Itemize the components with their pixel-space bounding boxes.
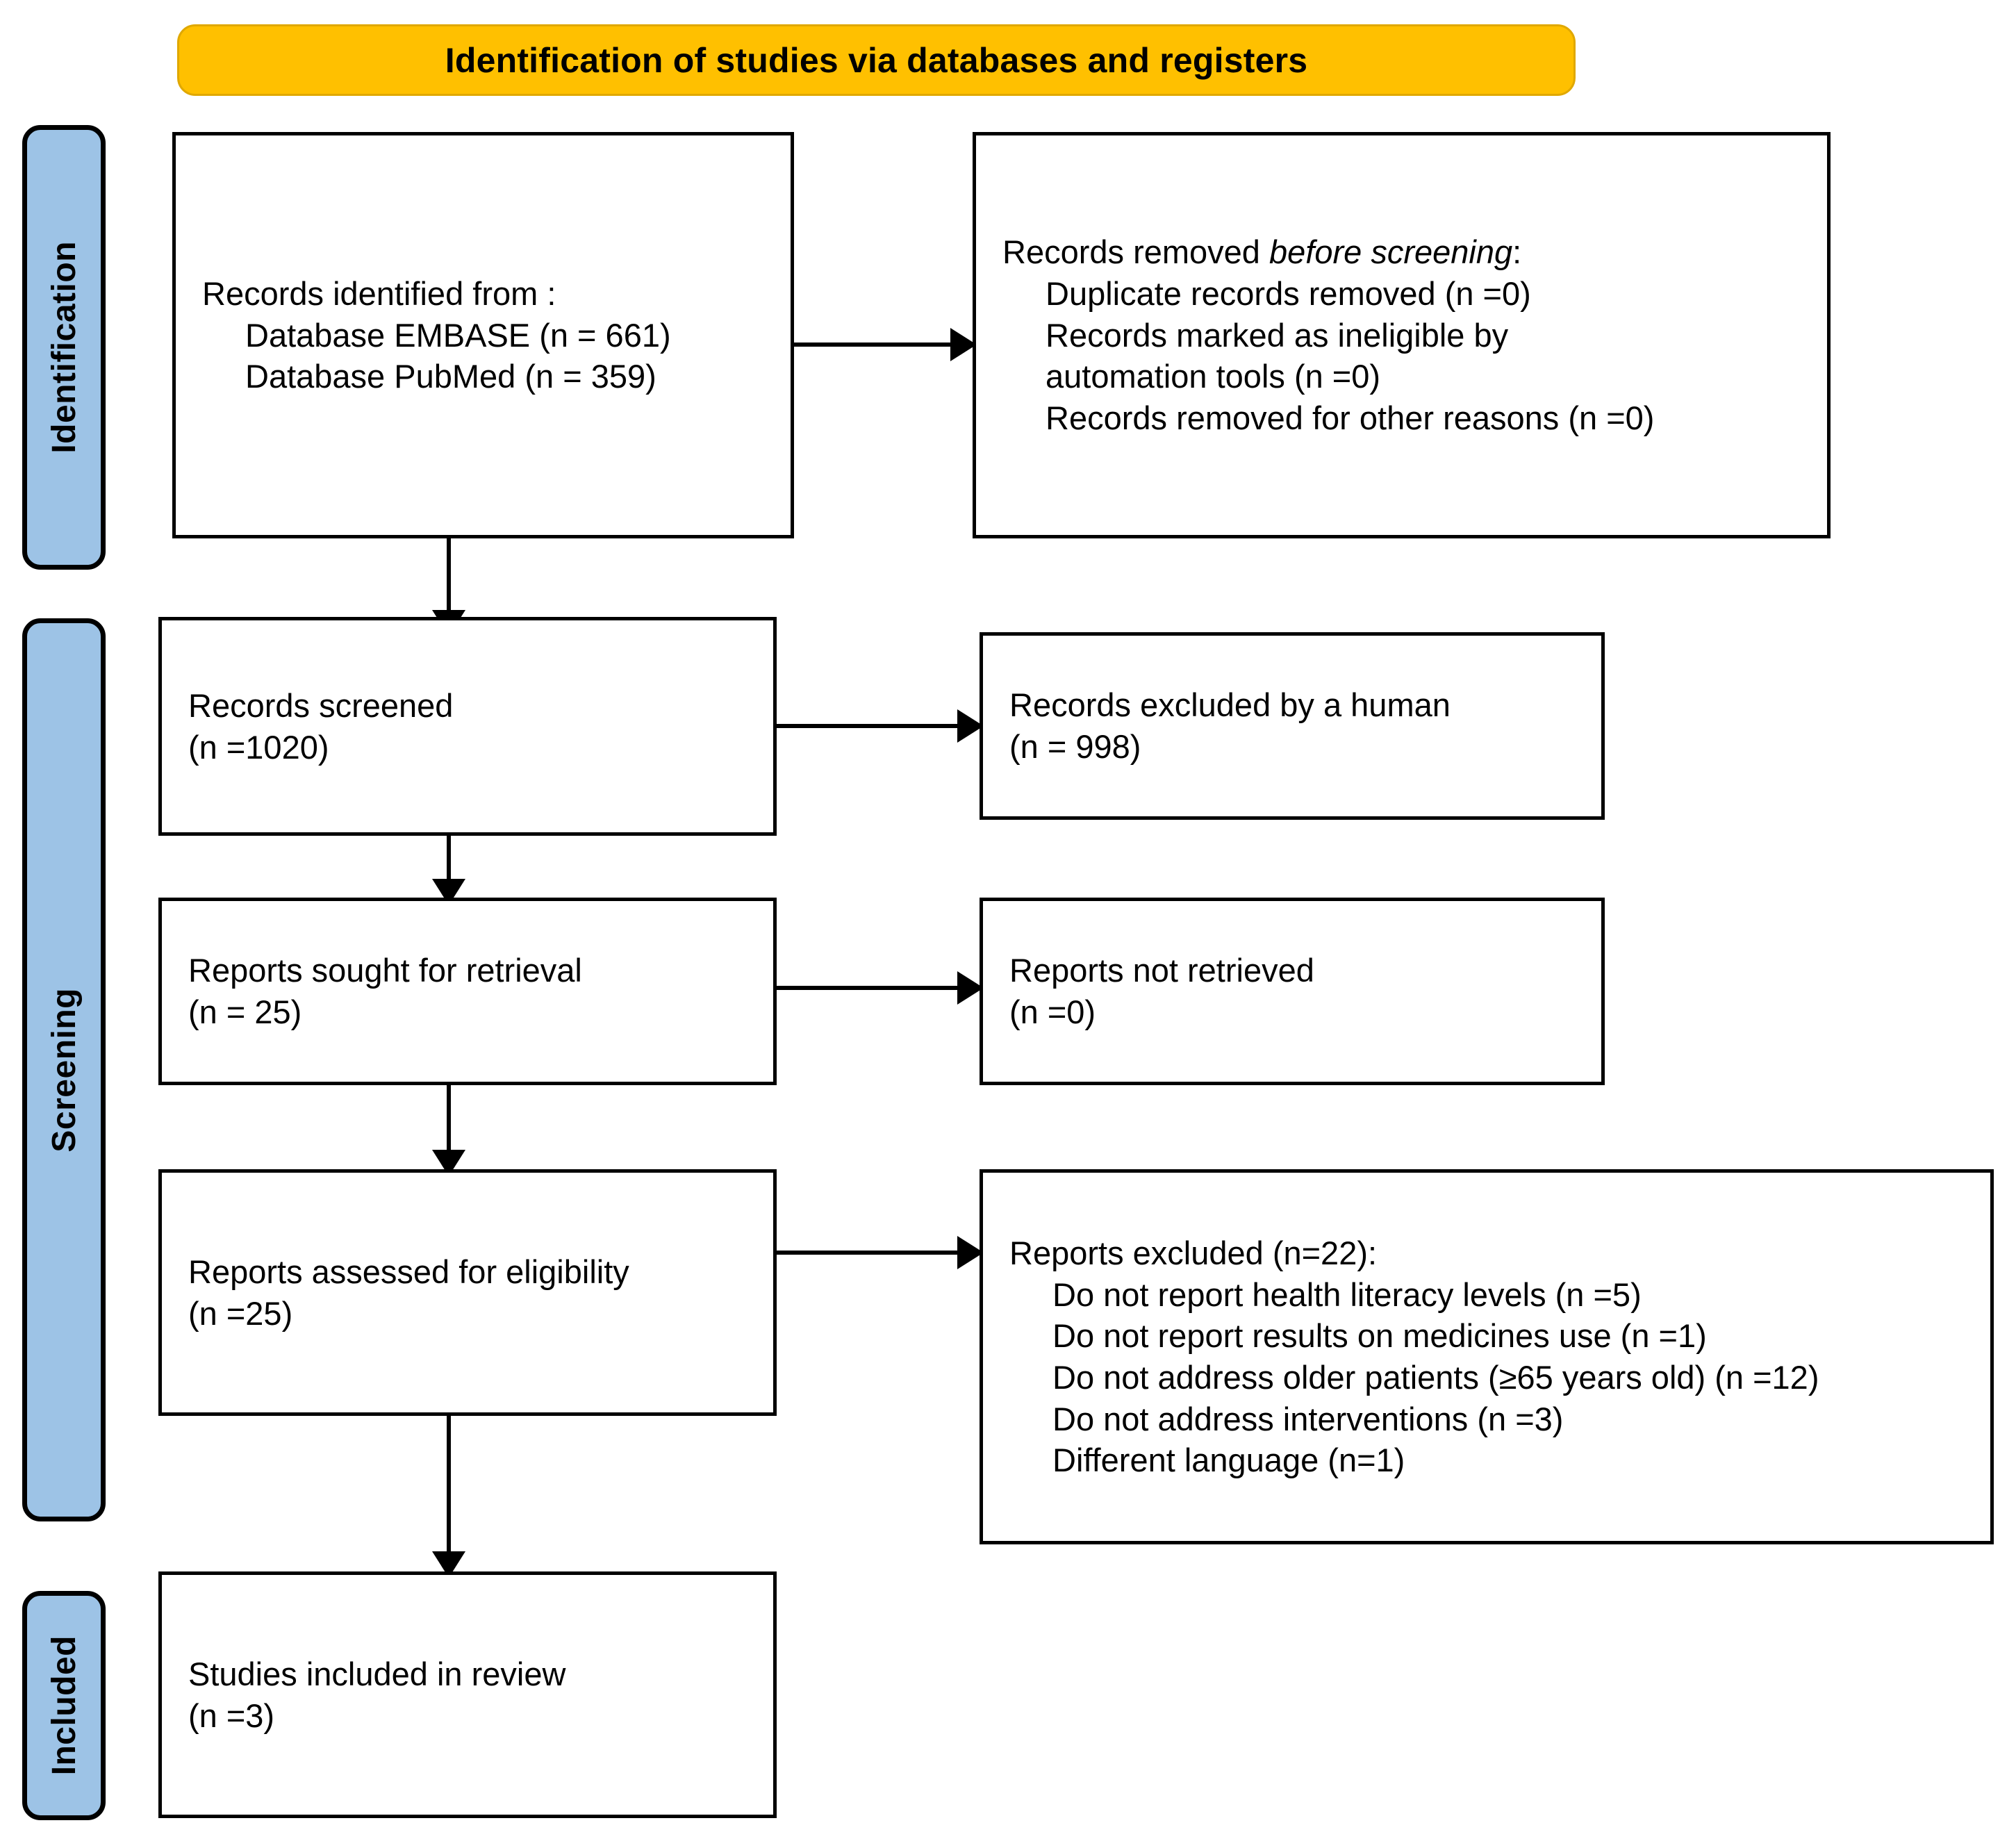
stage-label-included: Included: [45, 1635, 83, 1776]
records-removed-line-1: Duplicate records removed (n =0): [1046, 274, 1531, 312]
box-reports-sought: Reports sought for retrieval (n = 25): [158, 898, 777, 1085]
records-removed-heading-prefix: Records removed: [1002, 233, 1269, 271]
reports-excluded-reason-1: Do not report health literacy levels (n …: [1052, 1276, 1642, 1313]
reports-excluded-reason-5: Different language (n=1): [1052, 1442, 1405, 1479]
reports-sought-line-1: Reports sought for retrieval: [188, 952, 582, 989]
records-screened-line-2: (n =1020): [188, 728, 329, 766]
stage-pill-identification: Identification: [22, 125, 106, 570]
records-removed-line-2: Records marked as ineligible by: [1046, 316, 1509, 354]
diagram-title-text: Identification of studies via databases …: [445, 40, 1308, 80]
box-records-screened: Records screened (n =1020): [158, 617, 777, 836]
arrow-identified-to-screened-line: [447, 538, 451, 629]
records-excluded-line-2: (n = 998): [1009, 728, 1141, 765]
box-reports-assessed: Reports assessed for eligibility (n =25): [158, 1169, 777, 1416]
box-studies-included: Studies included in review (n =3): [158, 1571, 777, 1818]
stage-pill-included: Included: [22, 1591, 106, 1820]
reports-not-retrieved-line-2: (n =0): [1009, 993, 1096, 1030]
reports-not-retrieved-line-1: Reports not retrieved: [1009, 952, 1314, 989]
records-identified-line-3: Database PubMed (n = 359): [245, 358, 656, 395]
arrow-screened-to-excluded-line: [777, 724, 961, 728]
reports-excluded-reason-2: Do not report results on medicines use (…: [1052, 1317, 1707, 1355]
arrow-assessed-to-included-line: [447, 1416, 451, 1572]
records-removed-line-4: Records removed for other reasons (n =0): [1046, 399, 1655, 437]
studies-included-line-1: Studies included in review: [188, 1655, 566, 1692]
reports-assessed-line-2: (n =25): [188, 1294, 293, 1332]
records-screened-line-1: Records screened: [188, 686, 454, 724]
records-removed-heading: Records removed before screening:: [1002, 231, 1827, 273]
reports-excluded-reason-4: Do not address interventions (n =3): [1052, 1400, 1564, 1437]
reports-sought-line-2: (n = 25): [188, 993, 302, 1030]
studies-included-line-2: (n =3): [188, 1697, 275, 1734]
arrow-identified-to-removed-line: [794, 343, 954, 347]
arrow-sought-to-not-retrieved-head: [957, 971, 984, 1005]
box-reports-excluded-reasons: Reports excluded (n=22): Do not report h…: [980, 1169, 1994, 1544]
box-records-identified: Records identified from : Database EMBAS…: [172, 132, 794, 538]
stage-label-screening: Screening: [45, 987, 83, 1153]
arrow-identified-to-removed-head: [950, 328, 977, 361]
stage-label-identification: Identification: [45, 241, 83, 454]
reports-assessed-line-1: Reports assessed for eligibility: [188, 1253, 629, 1290]
box-records-removed-before-screening: Records removed before screening: Duplic…: [973, 132, 1831, 538]
arrow-assessed-to-excluded-head: [957, 1236, 984, 1269]
arrow-screened-to-excluded-head: [957, 709, 984, 743]
box-reports-not-retrieved: Reports not retrieved (n =0): [980, 898, 1605, 1085]
arrow-sought-to-assessed-line: [447, 1085, 451, 1169]
records-removed-heading-suffix: :: [1512, 233, 1522, 271]
records-removed-heading-italic: before screening: [1269, 233, 1513, 271]
records-identified-line-1: Records identified from :: [202, 274, 556, 312]
stage-pill-screening: Screening: [22, 618, 106, 1521]
diagram-title-banner: Identification of studies via databases …: [177, 24, 1576, 96]
reports-excluded-heading: Reports excluded (n=22):: [1009, 1234, 1378, 1271]
records-removed-line-3: automation tools (n =0): [1046, 358, 1381, 395]
arrow-sought-to-not-retrieved-line: [777, 986, 961, 990]
records-excluded-line-1: Records excluded by a human: [1009, 686, 1451, 724]
records-identified-line-2: Database EMBASE (n = 661): [245, 316, 671, 354]
arrow-assessed-to-excluded-line: [777, 1251, 961, 1255]
box-records-excluded: Records excluded by a human (n = 998): [980, 632, 1605, 820]
reports-excluded-reason-3: Do not address older patients (≥65 years…: [1052, 1359, 1819, 1396]
arrow-screened-to-sought-line: [447, 836, 451, 898]
